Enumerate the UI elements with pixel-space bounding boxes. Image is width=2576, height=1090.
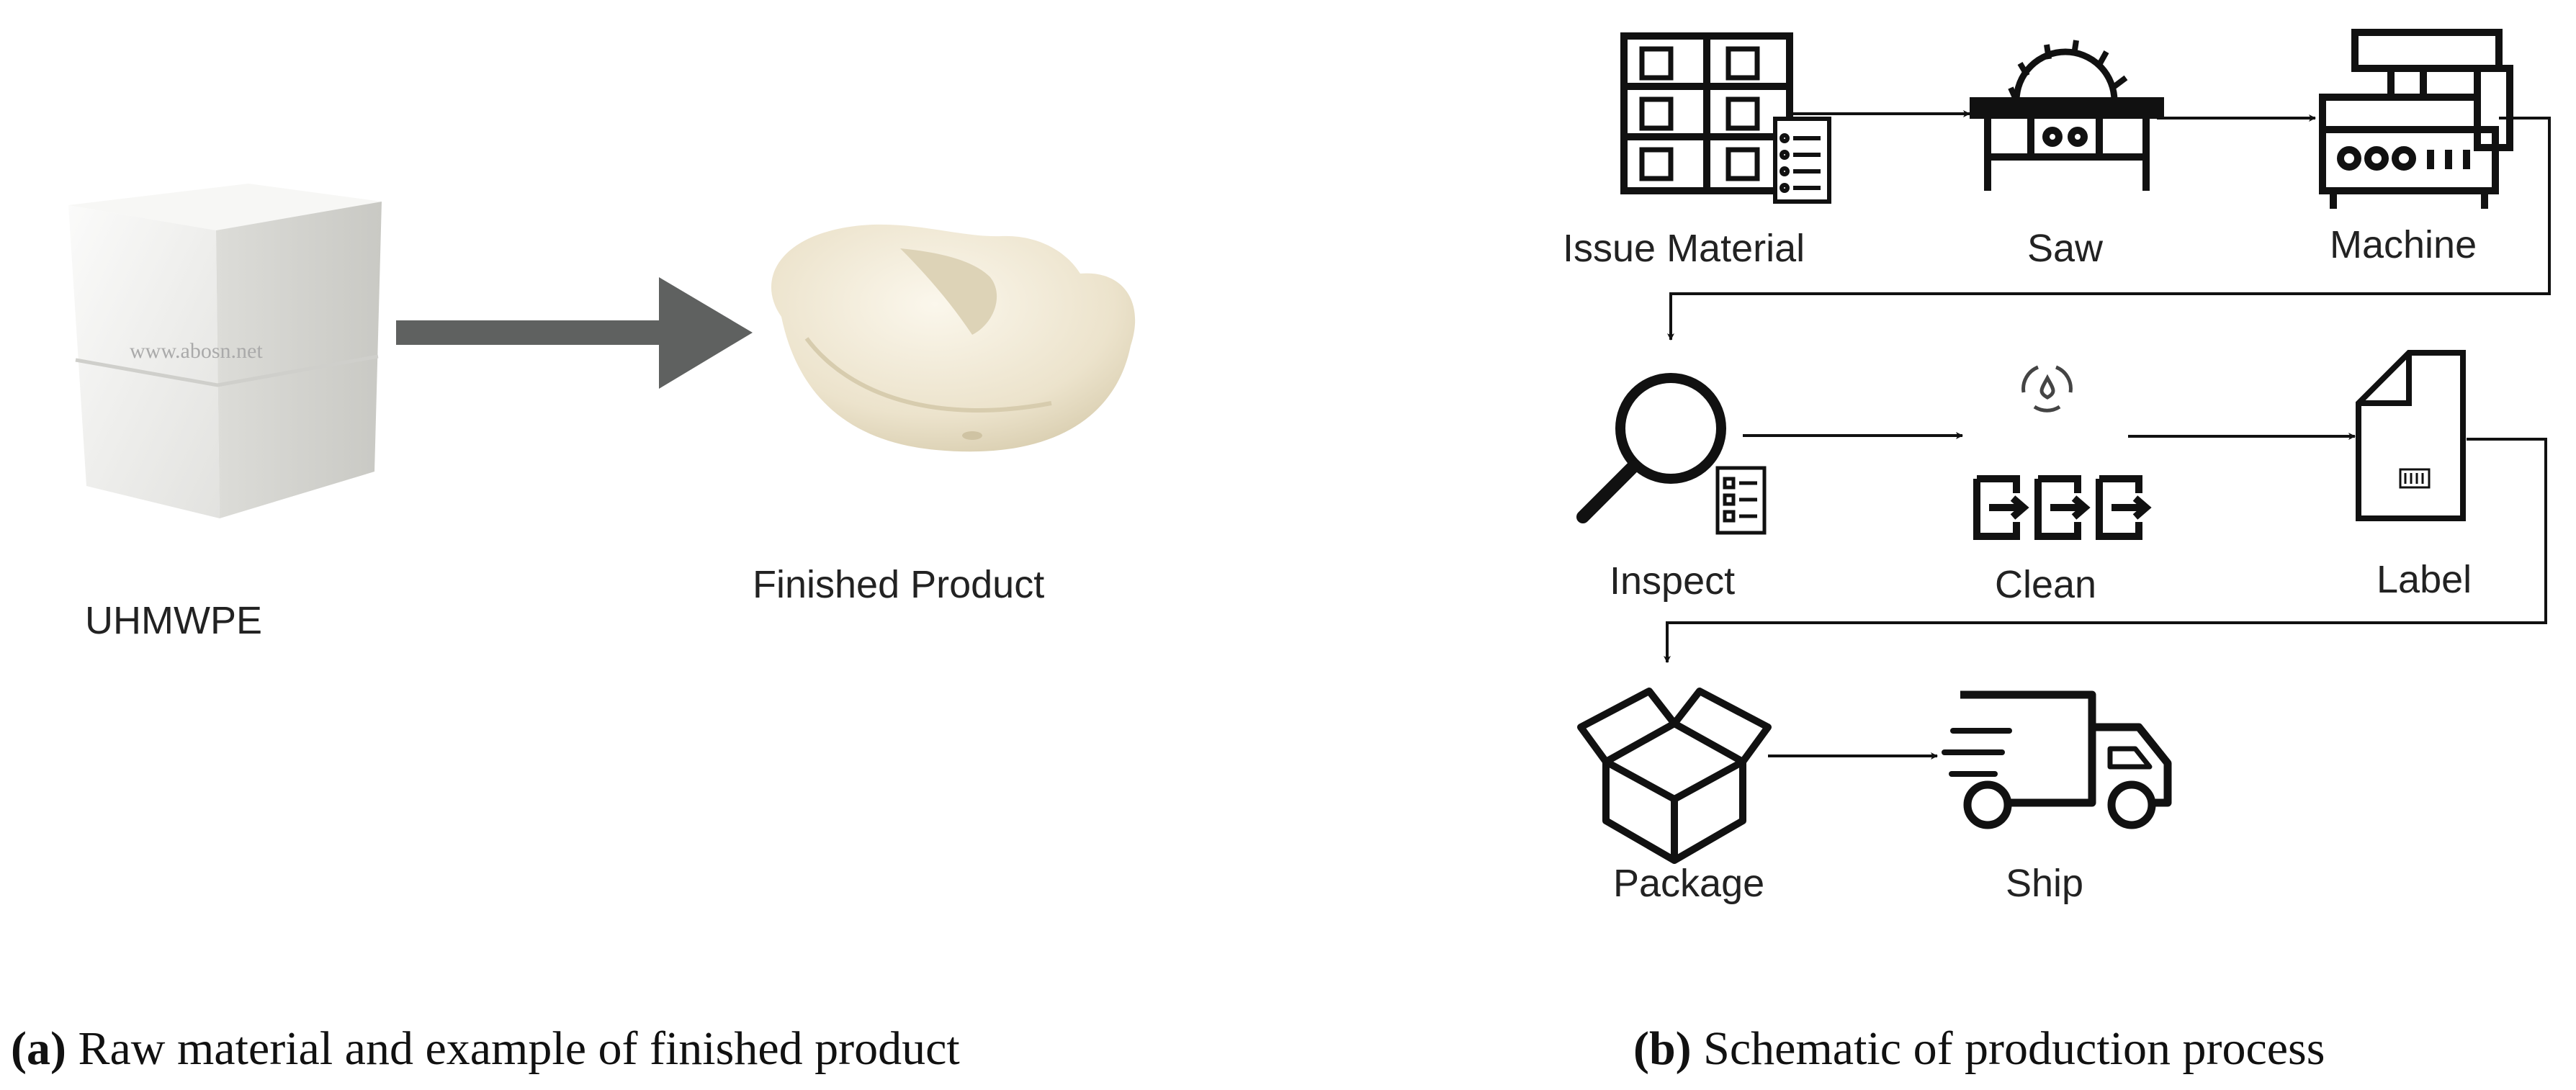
checklist-icon (1773, 117, 1831, 204)
caption-b: (b) Schematic of production process (1633, 1022, 2325, 1075)
caption-a: (a) Raw material and example of finished… (11, 1022, 960, 1075)
caption-b-tag: (b) (1633, 1022, 1692, 1075)
raw-material-label: UHMWPE (85, 599, 262, 642)
step-label-label: Label (2377, 558, 2472, 601)
caption-a-text: Raw material and example of finished pro… (66, 1022, 960, 1075)
step-inspect-label: Inspect (1610, 559, 1735, 603)
inspection-checklist-icon (1715, 466, 1767, 535)
magnifier-icon (1576, 373, 1726, 523)
step-machine-label: Machine (2330, 223, 2477, 266)
open-box-icon (1577, 688, 1772, 864)
arrow-label-to-package (1664, 438, 2547, 663)
caption-b-text: Schematic of production process (1692, 1022, 2325, 1075)
finished-product-label: Finished Product (753, 563, 1044, 606)
step-saw-label: Saw (2027, 227, 2104, 270)
step-clean-label: Clean (1995, 563, 2096, 606)
cnc-machine-icon (2319, 29, 2513, 209)
delivery-truck-icon (1942, 690, 2172, 829)
process-connectors (1664, 110, 2551, 760)
raw-material-block: www.abosn.net (68, 184, 382, 518)
warehouse-shelf-icon (1620, 32, 1793, 194)
recycle-drop-icon (2021, 365, 2073, 413)
label-document-icon (2356, 350, 2466, 521)
arrow-machine-to-inspect (1667, 117, 2551, 341)
caption-a-tag: (a) (11, 1022, 66, 1075)
step-package-label: Package (1613, 862, 1764, 905)
flow-arrow-gray (396, 277, 753, 389)
saw-table-icon (1970, 40, 2164, 191)
step-ship-label: Ship (2006, 862, 2083, 905)
watermark-text: www.abosn.net (130, 339, 263, 363)
step-issue-material-label: Issue Material (1563, 227, 1805, 270)
finished-product-image (771, 224, 1136, 452)
transfer-arrows-icon (1973, 475, 2152, 540)
